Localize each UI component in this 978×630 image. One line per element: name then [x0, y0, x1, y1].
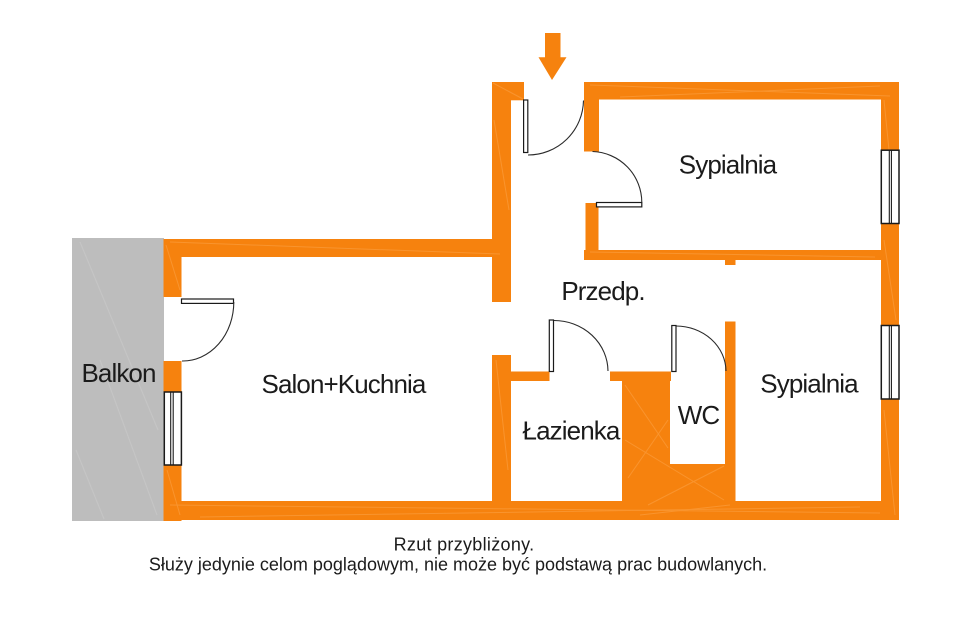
svg-text:WC: WC: [678, 400, 720, 430]
svg-text:Salon+Kuchnia: Salon+Kuchnia: [262, 369, 427, 399]
svg-text:Służy jedynie celom poglądowym: Służy jedynie celom poglądowym, nie może…: [149, 555, 767, 575]
svg-text:Rzut przybliżony.: Rzut przybliżony.: [394, 535, 535, 555]
svg-text:Sypialnia: Sypialnia: [760, 369, 859, 399]
svg-text:Łazienka: Łazienka: [523, 416, 621, 446]
svg-text:Sypialnia: Sypialnia: [679, 150, 778, 180]
svg-text:Balkon: Balkon: [81, 358, 155, 388]
svg-text:Przedp.: Przedp.: [561, 276, 644, 306]
